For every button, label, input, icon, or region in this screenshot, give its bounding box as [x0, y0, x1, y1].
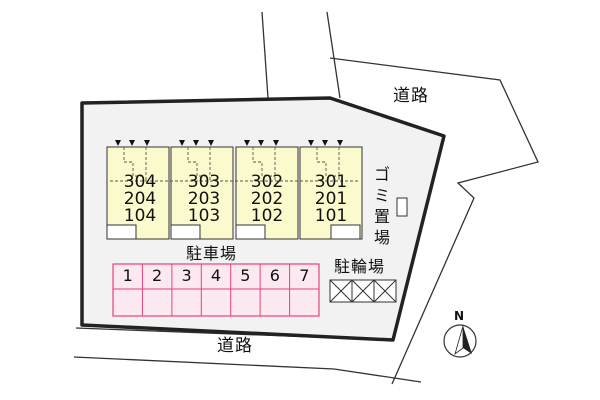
- bicycle-parking-title: 駐輪場: [334, 257, 386, 276]
- unit-number: 304: [123, 172, 157, 192]
- compass: [443, 324, 477, 358]
- entrance-arrow-icon: [258, 140, 264, 146]
- compass-needle-left-icon: [454, 325, 464, 356]
- entrance-arrow-icon: [144, 140, 150, 146]
- bicycle-cross-marks: [329, 279, 397, 303]
- parking-slot-5: 5: [240, 266, 251, 285]
- building-block-3: [235, 146, 299, 240]
- entrance-arrows: [115, 140, 343, 146]
- unit-number: 204: [123, 189, 157, 209]
- parking-slot-6: 6: [269, 266, 280, 285]
- stair-dash-1: [123, 147, 145, 177]
- unit-number: 201: [314, 189, 348, 209]
- road-edge-south-bottom: [73, 356, 422, 383]
- entrance-arrow-icon: [337, 140, 343, 146]
- stair-dash-4: [316, 147, 338, 177]
- unit-number: 102: [250, 206, 284, 226]
- entrance-arrow-icon: [193, 140, 199, 146]
- road-edge-left: [261, 11, 269, 99]
- parking-dividers: [113, 264, 319, 316]
- road-edge-top: [326, 11, 341, 99]
- building-block-2: [170, 146, 234, 240]
- road-label-south: 道路: [217, 336, 253, 356]
- entrance-arrow-icon: [115, 140, 121, 146]
- balcony-box-3: [235, 224, 266, 240]
- balcony-box-4: [330, 224, 361, 240]
- compass-needle-icon: [463, 326, 472, 354]
- unit-number: 303: [187, 172, 221, 192]
- unit-column-3: 302 202 102: [237, 174, 297, 225]
- bicycle-parking: [329, 279, 397, 303]
- parking-slot-3: 3: [181, 266, 192, 285]
- parking-title: 駐車場: [186, 244, 238, 263]
- compass-north-label: N: [454, 309, 465, 323]
- unit-number: 203: [187, 189, 221, 209]
- unit-number: 103: [187, 206, 221, 226]
- unit-column-4: 301 201 101: [301, 174, 361, 225]
- entrance-arrow-icon: [208, 140, 214, 146]
- garbage-area-label: ゴミ置場: [373, 165, 390, 247]
- unit-number: 101: [314, 206, 348, 226]
- parking-slot-2: 2: [151, 266, 163, 285]
- unit-column-1: 304 204 104: [110, 174, 170, 225]
- entrance-arrow-icon: [244, 140, 250, 146]
- unit-number: 104: [123, 206, 157, 226]
- parking-slot-4: 4: [210, 266, 222, 285]
- garbage-box: [396, 197, 408, 217]
- unit-number: 202: [250, 189, 284, 209]
- parking-slot-7: 7: [299, 266, 310, 285]
- unit-column-2: 303 203 103: [174, 174, 234, 225]
- balcony-box-2: [170, 224, 201, 240]
- interior-dashes: [110, 147, 360, 182]
- parking-slot-1: 1: [122, 266, 133, 285]
- balcony-box-1: [106, 224, 137, 240]
- entrance-arrow-icon: [129, 140, 135, 146]
- entrance-arrow-icon: [308, 140, 314, 146]
- stair-dash-2: [187, 147, 209, 177]
- building: [106, 146, 363, 240]
- unit-number: 302: [250, 172, 284, 192]
- road-edge-right: [329, 57, 539, 385]
- stair-dash-3: [252, 147, 274, 177]
- parking-area: [112, 263, 320, 317]
- building-block-1: [106, 146, 170, 240]
- building-block-4: [299, 146, 363, 240]
- entrance-arrow-icon: [322, 140, 328, 146]
- road-label-northeast: 道路: [393, 86, 429, 106]
- balconies: [106, 224, 361, 240]
- unit-number: 301: [314, 172, 348, 192]
- entrance-arrow-icon: [179, 140, 185, 146]
- entrance-arrow-icon: [273, 140, 279, 146]
